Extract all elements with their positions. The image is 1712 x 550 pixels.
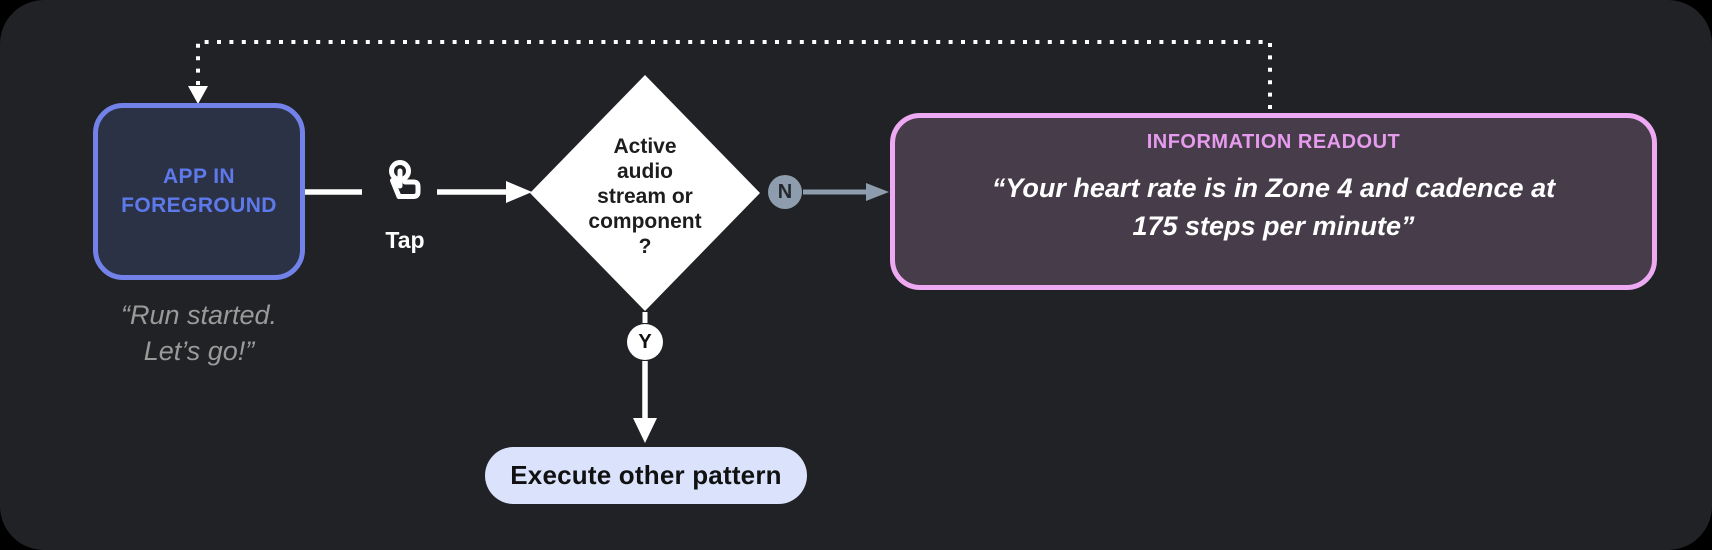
no-branch-badge: N <box>768 175 802 209</box>
readout-quote: “Your heart rate is in Zone 4 and cadenc… <box>991 173 1556 241</box>
yes-branch-badge: Y <box>627 324 663 360</box>
node-app-in-foreground: APP IN FOREGROUND <box>93 103 305 280</box>
node-information-readout: INFORMATION READOUT “Your heart rate is … <box>890 113 1657 290</box>
tap-label: Tap <box>385 227 425 253</box>
app-node-caption: “Run started. Let’s go!” <box>120 300 278 367</box>
app-node-label: APP IN FOREGROUND <box>121 165 277 217</box>
fallback-label: Execute other pattern <box>510 460 782 490</box>
node-execute-other-pattern: Execute other pattern <box>485 447 807 504</box>
decision-question: Active audio stream or component ? <box>588 135 702 258</box>
readout-title: INFORMATION READOUT <box>1146 131 1401 153</box>
